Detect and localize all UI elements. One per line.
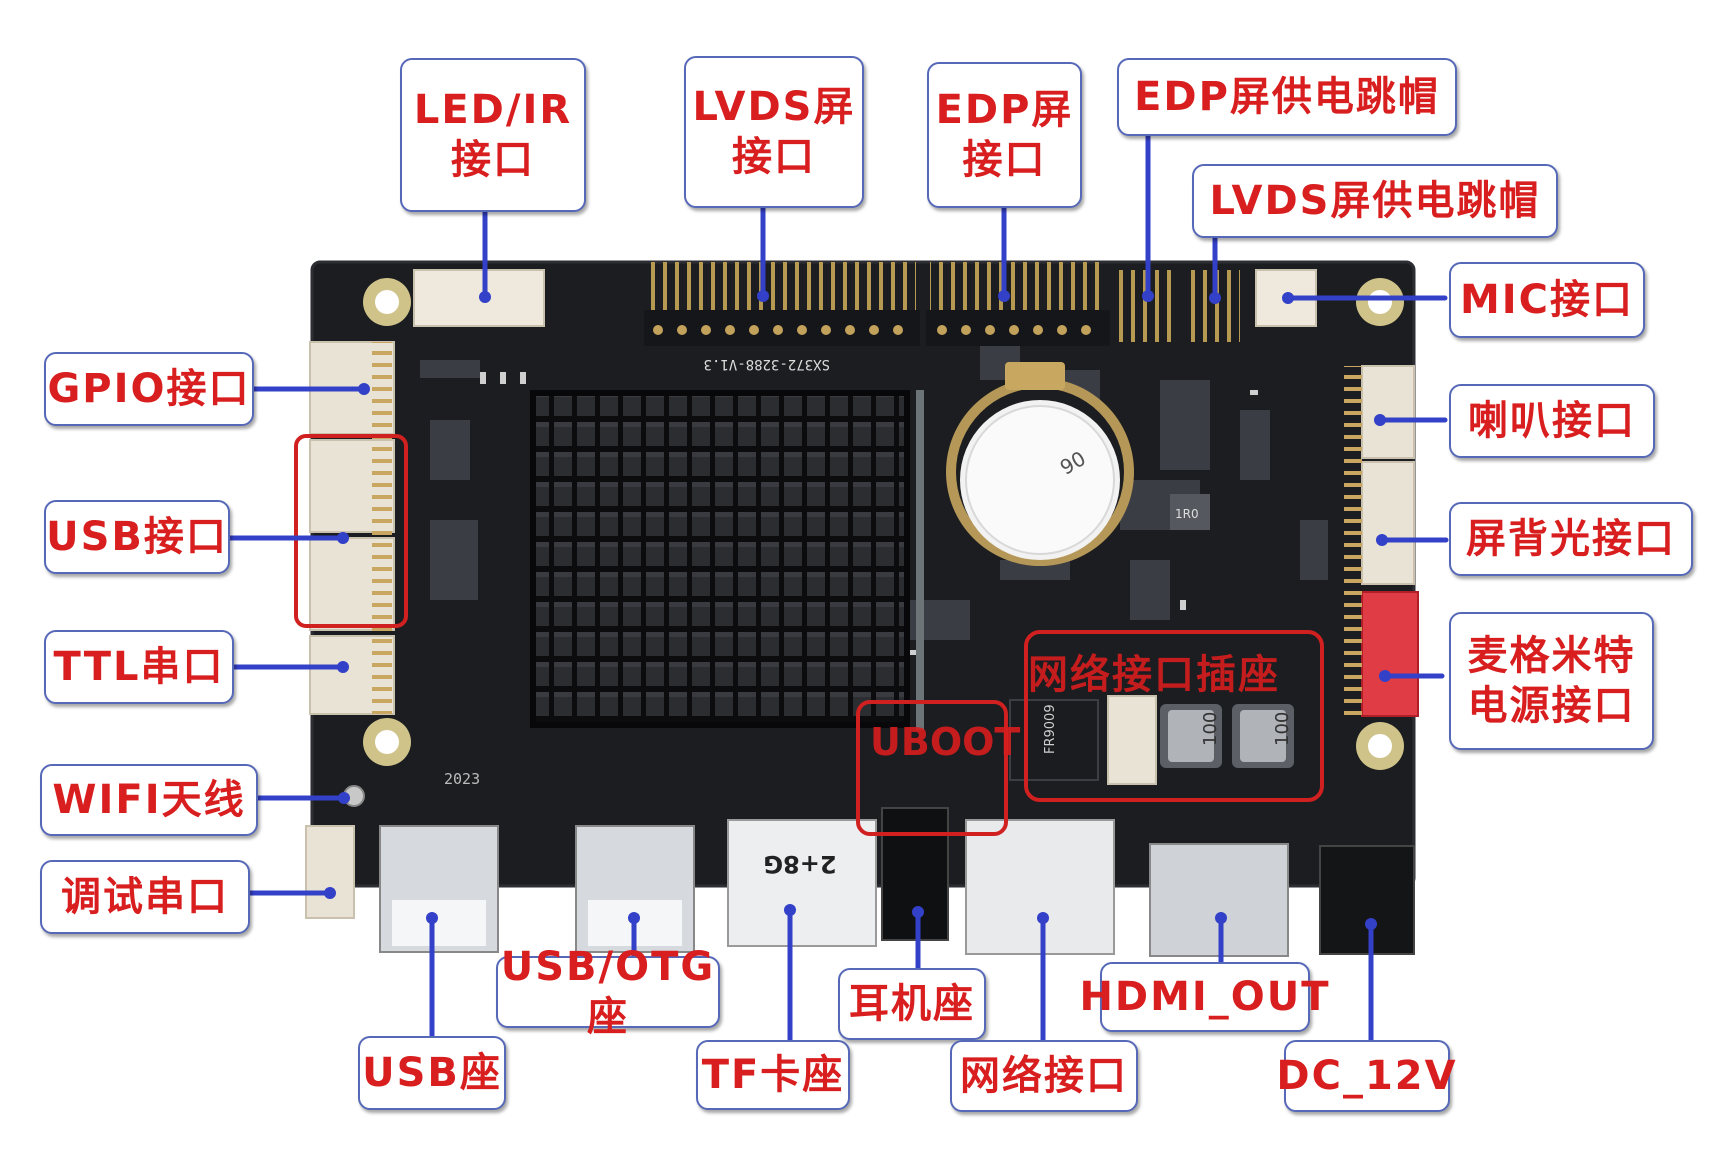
inductor-small-marking: 1R0 [1175,507,1199,521]
label-edp-power-jumper: EDP屏供电跳帽 [1117,58,1457,136]
label-usb-otg: USB/OTG座 [496,944,720,1040]
ethernet-jack-body [965,819,1115,955]
leader-lines [227,133,1449,1043]
molex-power-connector [1361,591,1419,717]
edp-power-jumper [1118,270,1172,342]
leader-dots [324,290,1391,930]
tf-card-marking: 2+8G [763,850,836,878]
mounting-hole [363,278,411,326]
highlight-uboot [856,700,1008,836]
label-usb-port: USB接口 [44,500,230,574]
backlight-connector [1361,461,1415,585]
mounting-hole [363,718,411,766]
highlight-ethernet-header [1024,630,1324,802]
tf-card-socket-body [727,819,877,947]
label-dc-12v: DC_12V [1276,1040,1456,1112]
label-speaker: 喇叭接口 [1449,384,1655,458]
label-gpio: GPIO接口 [44,352,254,426]
coin-battery: 06 [946,362,1134,566]
speaker-connector [1361,365,1415,459]
power-inductor-2: 100 [1232,704,1294,768]
label-lvds-screen: LVDS屏 接口 [684,56,864,208]
power-inductor-1: 100 [1160,704,1222,768]
heatsink [530,390,924,730]
label-wifi-antenna: WIFI天线 [40,764,258,836]
label-backlight: 屏背光接口 [1449,502,1693,576]
overlay-ethernet-header: 网络接口插座 [1028,652,1280,698]
earphone-jack-body [881,807,949,941]
label-led-ir: LED/IR 接口 [400,58,586,212]
label-mic: MIC接口 [1449,262,1645,338]
label-tf-card: TF卡座 [696,1040,850,1110]
dc-jack-body [1319,845,1415,955]
edp-header [926,262,1110,346]
mounting-hole [1356,722,1404,770]
label-debug-serial: 调试串口 [40,860,250,934]
label-hdmi-out: HDMI_OUT [1079,962,1329,1032]
label-edp-screen: EDP屏 接口 [927,62,1082,208]
label-ttl-serial: TTL串口 [44,630,234,704]
debug-connector [305,825,355,919]
led-ir-connector [413,269,545,327]
label-usb-socket: USB座 [358,1036,506,1110]
silkscreen-model: SX372-3288-V1.3 [704,356,830,372]
label-molex-power: 麦格米特 电源接口 [1449,612,1654,750]
silkscreen-year: 2023 [444,770,480,788]
inductor-marking: 100 [1200,712,1221,746]
label-earphone: 耳机座 [838,968,986,1040]
overlay-uboot: UBOOT [870,720,1021,764]
label-lvds-power-jumper: LVDS屏供电跳帽 [1192,164,1558,238]
highlight-usb-headers [294,434,408,628]
ethernet-header [1107,695,1157,785]
inductor-small: 1R0 [1170,494,1210,530]
lvds-header [644,262,920,346]
net-chip-marking: FR9009 [1043,704,1058,754]
inductor-marking: 100 [1272,712,1293,746]
ethernet-transformer: FR9009 [1009,699,1099,781]
label-ethernet: 网络接口 [950,1040,1138,1112]
mounting-hole [1356,278,1404,326]
